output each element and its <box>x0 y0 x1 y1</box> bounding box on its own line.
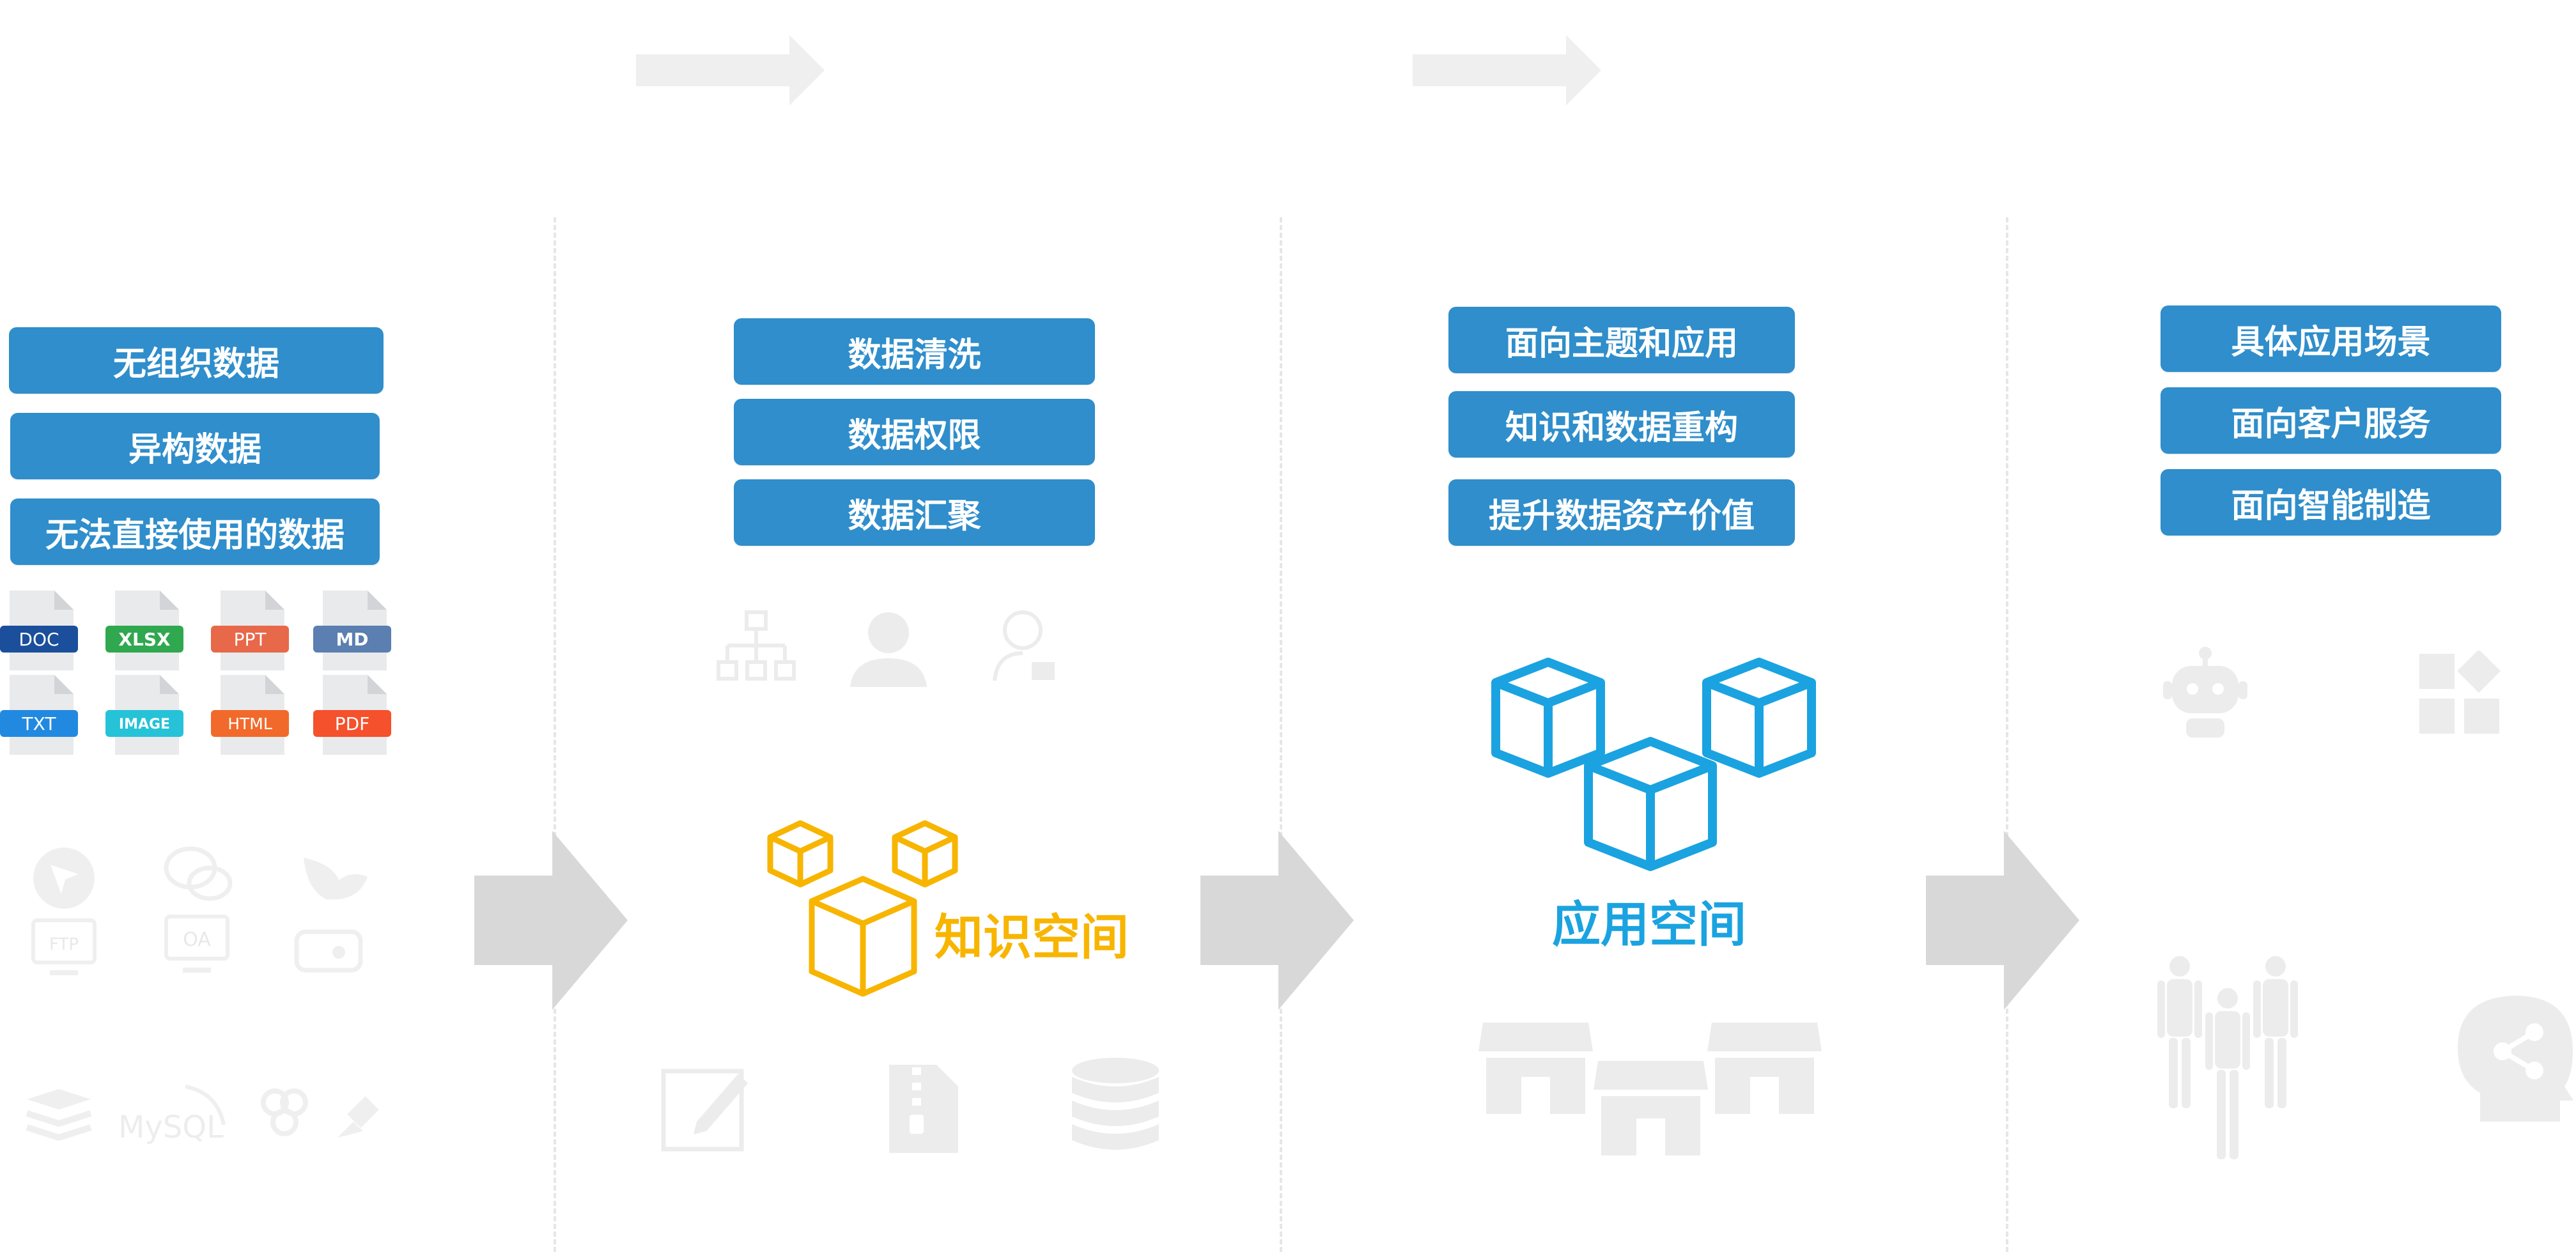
store-icon-1 <box>1478 1023 1593 1114</box>
svg-text:FTP: FTP <box>49 935 79 954</box>
store-icon-2 <box>1594 1061 1708 1155</box>
tag-data-asset-value: 提升数据资产价值 <box>1448 479 1795 546</box>
humanoid-robots-icon <box>2157 956 2298 1159</box>
database-icon <box>1072 1058 1159 1150</box>
svg-text:DOC: DOC <box>19 629 59 650</box>
tag-topic-application: 面向主题和应用 <box>1448 307 1795 373</box>
knowledge-space-label: 知识空间 <box>935 909 1129 966</box>
svg-text:MD: MD <box>336 629 368 650</box>
edit-document-icon <box>661 1069 748 1152</box>
svg-text:TXT: TXT <box>22 713 57 734</box>
svg-text:XLSX: XLSX <box>118 629 171 650</box>
svg-text:PPT: PPT <box>234 629 267 650</box>
tag-knowledge-data-restructure: 知识和数据重构 <box>1448 391 1795 458</box>
mysql-logo-icon: MySQL <box>118 1085 226 1145</box>
store-icon-3 <box>1707 1023 1822 1114</box>
plug-icon <box>338 1096 379 1138</box>
svg-text:MySQL: MySQL <box>118 1109 224 1145</box>
top-arrow-2 <box>1413 35 1601 105</box>
hive-icon <box>261 1088 308 1136</box>
md-file-icon: MD <box>313 591 391 670</box>
compass-icon <box>33 847 95 909</box>
application-space-cubes-icon <box>1491 658 1816 871</box>
apps-grid-icon <box>2419 651 2501 734</box>
oa-icon: OA <box>164 915 229 973</box>
tag-customer-service: 面向客户服务 <box>2161 387 2501 454</box>
divider-3 <box>2006 217 2008 1252</box>
tag-data-aggregation: 数据汇聚 <box>734 479 1095 546</box>
bird-logo-icon <box>304 858 368 900</box>
user-icon <box>850 612 927 687</box>
flow-arrow-1 <box>474 831 628 1010</box>
svg-text:HTML: HTML <box>228 715 272 733</box>
zip-file-icon <box>889 1065 958 1153</box>
txt-file-icon: TXT <box>0 675 78 755</box>
head-share-icon <box>2458 996 2573 1122</box>
flow-arrow-3 <box>1926 831 2079 1010</box>
hierarchy-icon <box>717 610 796 681</box>
tag-unorganized-data: 无组织数据 <box>9 327 384 394</box>
top-arrow-1 <box>636 35 825 105</box>
tag-heterogeneous-data: 异构数据 <box>10 413 380 479</box>
application-space-label: 应用空间 <box>1552 896 1746 953</box>
doc-file-icon: DOC <box>0 591 78 670</box>
robot-icon <box>2163 647 2247 738</box>
svg-text:PDF: PDF <box>335 713 370 734</box>
chat-bubbles-icon <box>164 846 233 901</box>
knowledge-space-cubes-icon <box>767 820 958 997</box>
svg-text:IMAGE: IMAGE <box>119 716 170 732</box>
tag-unusable-data: 无法直接使用的数据 <box>10 498 380 565</box>
image-file-icon: IMAGE <box>105 675 183 755</box>
xlsx-file-icon: XLSX <box>105 591 183 670</box>
database-stack-icon <box>26 1089 92 1141</box>
user-lock-icon <box>993 610 1055 681</box>
tag-data-cleaning: 数据清洗 <box>734 318 1095 385</box>
html-file-icon: HTML <box>211 675 289 755</box>
tag-smart-manufacturing: 面向智能制造 <box>2161 469 2501 536</box>
divider-2 <box>1280 217 1282 1252</box>
flow-arrow-2 <box>1200 831 1354 1010</box>
tag-data-permissions: 数据权限 <box>734 399 1095 465</box>
ftp-icon: FTP <box>31 918 97 975</box>
svg-text:OA: OA <box>183 929 211 951</box>
tag-specific-scenarios: 具体应用场景 <box>2161 305 2501 372</box>
divider-1 <box>554 217 556 1252</box>
hard-drive-icon <box>294 929 363 973</box>
ppt-file-icon: PPT <box>211 591 289 670</box>
pdf-file-icon: PDF <box>313 675 391 755</box>
